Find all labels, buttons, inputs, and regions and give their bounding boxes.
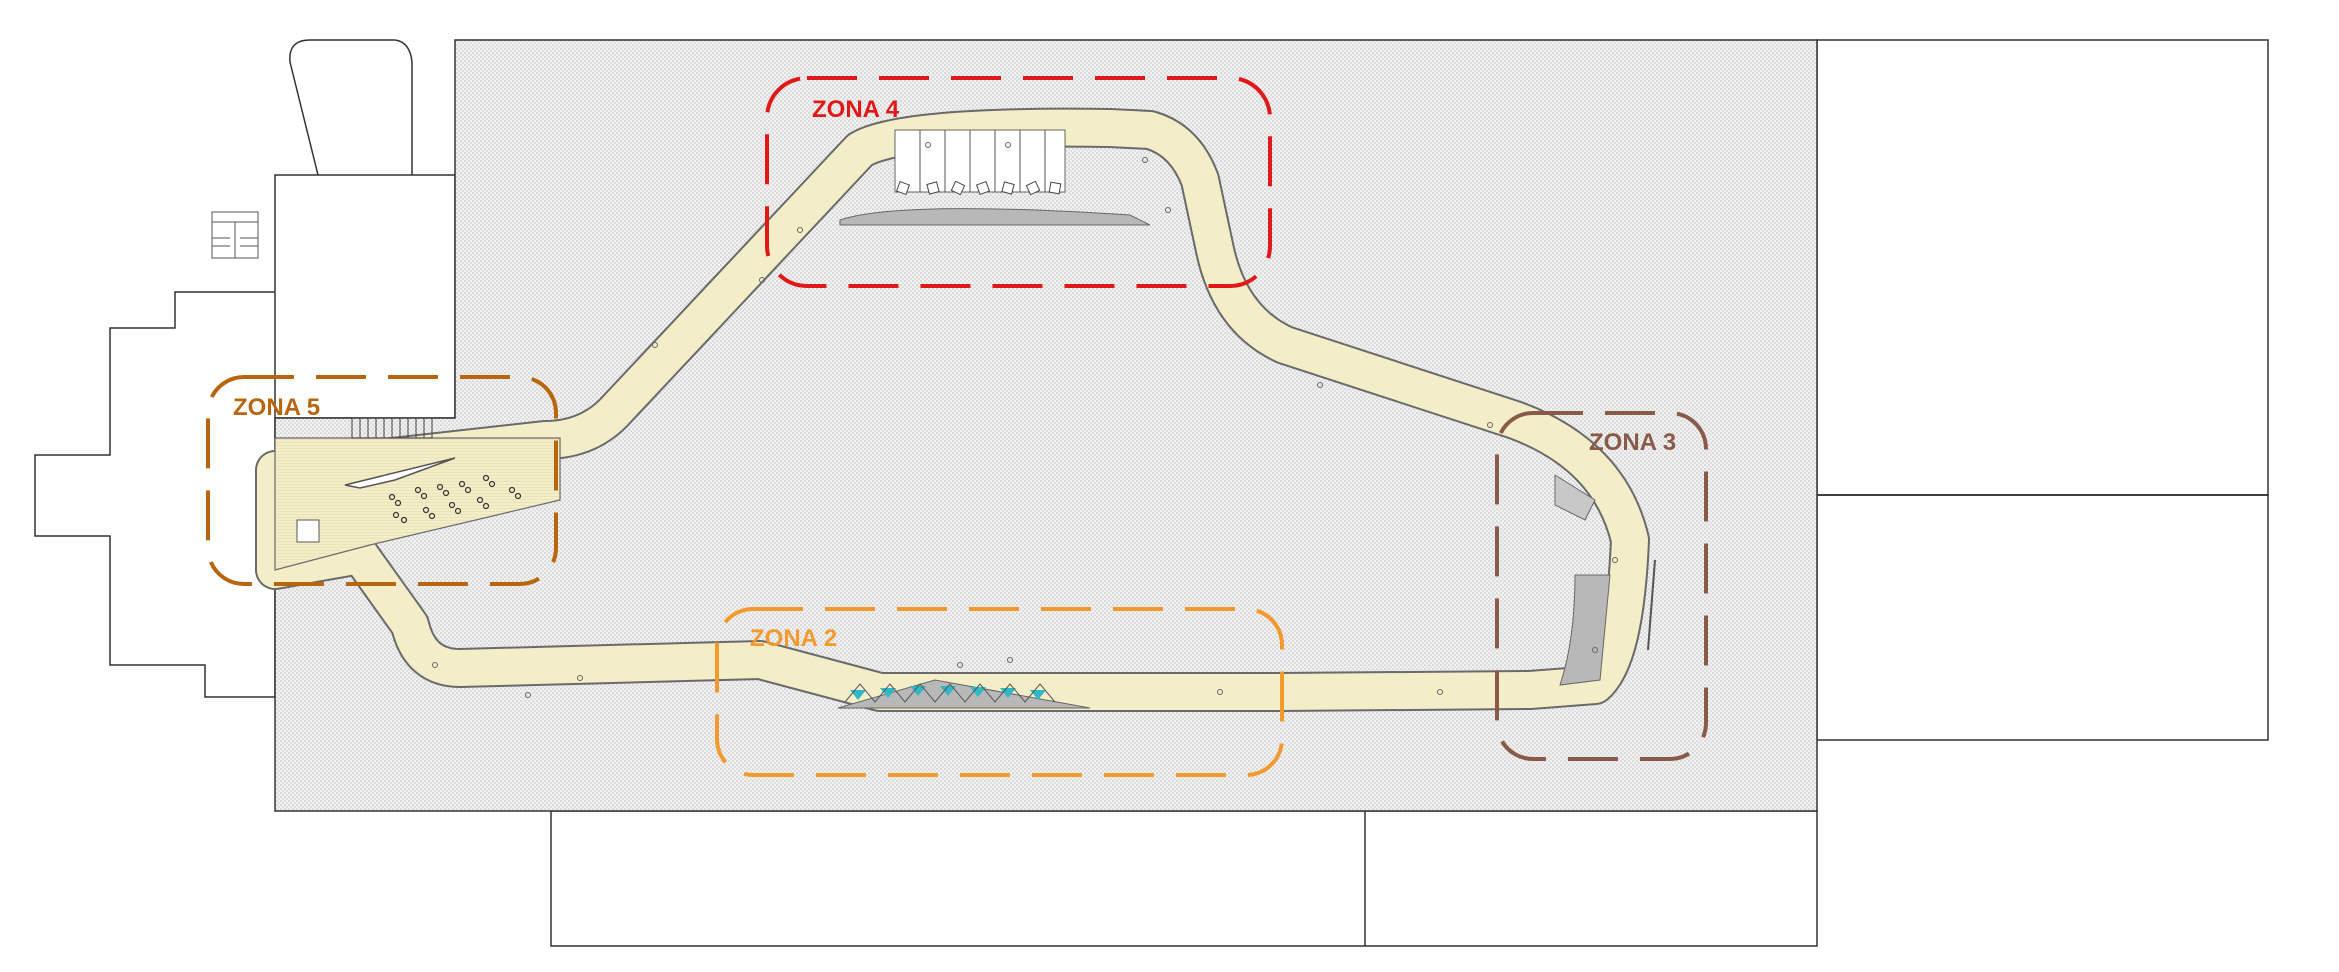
building-bottom — [550, 810, 1818, 947]
zone-label-zona-4: ZONA 4 — [812, 96, 900, 123]
building-right-lower — [1816, 494, 2269, 741]
plaza-furniture — [296, 417, 522, 543]
zone-boundary-zona-3 — [1495, 411, 1708, 761]
zone-label-zona-5: ZONA 5 — [233, 394, 320, 421]
building-right-upper — [1816, 39, 2269, 496]
stair-icon — [211, 211, 259, 259]
stalls — [894, 129, 1066, 196]
zone-label-zona-2: ZONA 2 — [750, 625, 837, 652]
zone-label-zona-3: ZONA 3 — [1589, 429, 1676, 456]
zone-boundaries — [206, 76, 1708, 777]
site-ground — [274, 39, 1818, 812]
walkway-loop — [255, 107, 1656, 712]
water-features — [844, 683, 1056, 703]
trees — [432, 142, 1618, 698]
zone-boundary-zona-4 — [765, 76, 1272, 288]
zone-boundary-zona-2 — [715, 607, 1284, 777]
zone-boundary-zona-5 — [206, 375, 558, 586]
building-left-tower — [289, 39, 413, 176]
zone-labels: ZONA 4 ZONA 5 ZONA 3 ZONA 2 — [233, 96, 1676, 652]
